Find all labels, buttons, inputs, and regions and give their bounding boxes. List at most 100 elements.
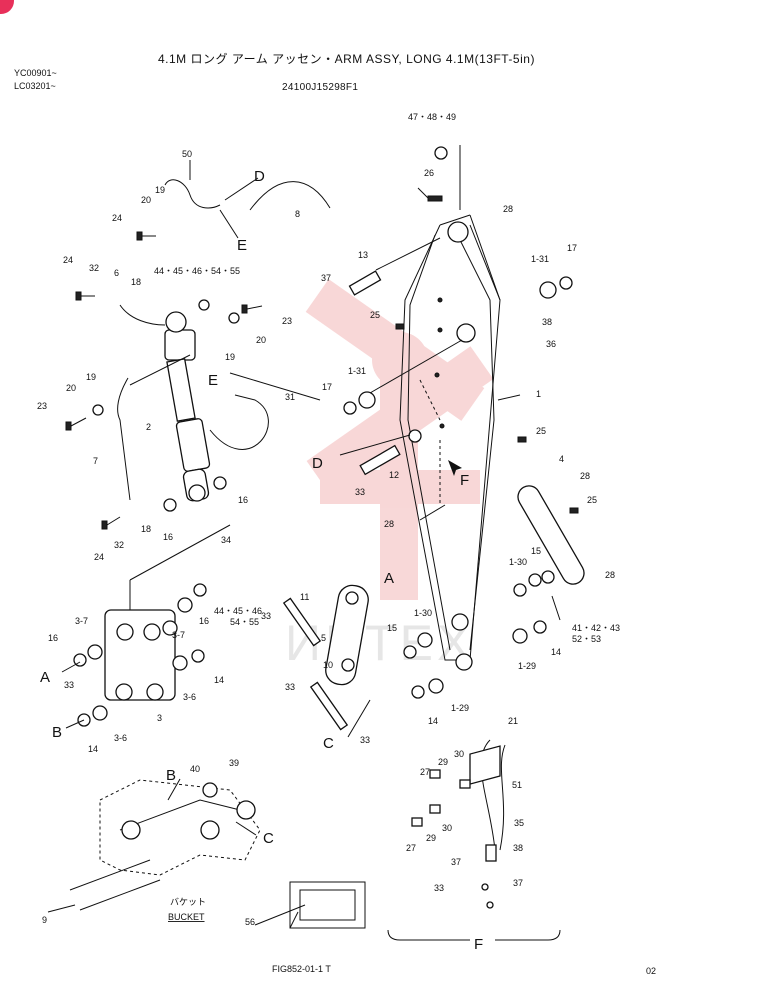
callout-38: 38: [542, 317, 552, 327]
callout-41-42-43: 41・42・43: [572, 623, 620, 633]
callout-28: 28: [605, 570, 615, 580]
bushings: [73, 146, 573, 727]
callout-44-45-46-54-55: 44・45・46・54・55: [154, 266, 240, 276]
callout-d: D: [254, 168, 265, 185]
callout-14: 14: [551, 647, 561, 657]
callout-44-45-46: 44・45・46: [214, 606, 262, 616]
callout-1: 1: [536, 389, 541, 399]
bucket-label-kana: バケット: [170, 897, 206, 907]
page-code: 02: [646, 966, 657, 976]
callout-54-55: 54・55: [230, 617, 259, 627]
bucket-sketch: [69, 779, 261, 911]
callout-47-48-49: 47・48・49: [408, 112, 456, 122]
callout-13: 13: [358, 250, 368, 260]
hoses: [117, 179, 506, 851]
callout-f: F: [474, 936, 483, 953]
callout-51: 51: [512, 780, 522, 790]
callout-32: 32: [114, 540, 124, 550]
callout-1-30: 1-30: [509, 557, 527, 567]
callout-33: 33: [360, 735, 370, 745]
callout-24: 24: [63, 255, 73, 265]
callout-27: 27: [406, 843, 416, 853]
detail-f: [387, 745, 561, 941]
callout-5: 5: [321, 633, 326, 643]
callout-c: C: [323, 735, 334, 752]
callout-16: 16: [163, 532, 173, 542]
callout-18: 18: [141, 524, 151, 534]
callout-f: F: [460, 472, 469, 489]
callout-28: 28: [580, 471, 590, 481]
callout-4: 4: [559, 454, 564, 464]
callout-a: A: [384, 570, 394, 587]
callouts: 47・48・49 26 28 50 D 19 20 24 8 E 13 17 1…: [37, 112, 620, 953]
callout-16: 16: [199, 616, 209, 626]
bucket-label: BUCKET: [168, 912, 205, 922]
arrow-icon: [448, 460, 462, 476]
callout-33: 33: [434, 883, 444, 893]
assembly-part-number: 24100J15298F1: [282, 82, 359, 93]
callout-24: 24: [94, 552, 104, 562]
callout-23: 23: [282, 316, 292, 326]
leader-lines: [47, 145, 561, 926]
callout-26: 26: [424, 168, 434, 178]
callout-52-53: 52・53: [572, 634, 601, 644]
callout-29: 29: [426, 833, 436, 843]
callout-17: 17: [322, 382, 332, 392]
callout-28: 28: [503, 204, 513, 214]
callout-20: 20: [256, 335, 266, 345]
callout-15: 15: [531, 546, 541, 556]
callout-35: 35: [514, 818, 524, 828]
callout-c: C: [263, 830, 274, 847]
callout-6: 6: [114, 268, 119, 278]
callout-37: 37: [513, 878, 523, 888]
callout-2: 2: [146, 422, 151, 432]
callout-3-6: 3-6: [114, 733, 127, 743]
callout-9: 9: [42, 915, 47, 925]
callout-e: E: [208, 372, 218, 389]
callout-3: 3: [157, 713, 162, 723]
callout-10: 10: [323, 660, 333, 670]
callout-b: B: [166, 767, 176, 784]
callout-14: 14: [214, 675, 224, 685]
callout-17: 17: [567, 243, 577, 253]
bolts: [65, 195, 579, 530]
callout-3-7: 3-7: [75, 616, 88, 626]
callout-19: 19: [155, 185, 165, 195]
callout-39: 39: [229, 758, 239, 768]
callout-30: 30: [442, 823, 452, 833]
callout-3-6: 3-6: [183, 692, 196, 702]
callout-56: 56: [245, 917, 255, 927]
callout-21: 21: [508, 716, 518, 726]
callout-19: 19: [86, 372, 96, 382]
callout-d: D: [312, 455, 323, 472]
callout-27: 27: [420, 767, 430, 777]
callout-37: 37: [451, 857, 461, 867]
callout-33: 33: [261, 611, 271, 621]
serial-range-2: LC03201~: [14, 81, 56, 91]
callout-30: 30: [454, 749, 464, 759]
callout-33: 33: [64, 680, 74, 690]
callout-31: 31: [285, 392, 295, 402]
callout-40: 40: [190, 764, 200, 774]
callout-18: 18: [131, 277, 141, 287]
callout-37: 37: [321, 273, 331, 283]
callout-25: 25: [370, 310, 380, 320]
coupler-frame: [289, 881, 366, 929]
callout-1-31: 1-31: [531, 254, 549, 264]
callout-16: 16: [48, 633, 58, 643]
callout-33: 33: [285, 682, 295, 692]
serial-range-1: YC00901~: [14, 68, 57, 78]
arm-links: [104, 270, 585, 731]
callout-14: 14: [428, 716, 438, 726]
callout-11: 11: [300, 592, 309, 602]
callout-28: 28: [384, 519, 394, 529]
callout-25: 25: [587, 495, 597, 505]
callout-29: 29: [438, 757, 448, 767]
callout-33: 33: [355, 487, 365, 497]
callout-b: B: [52, 724, 62, 741]
callout-20: 20: [66, 383, 76, 393]
callout-14: 14: [88, 744, 98, 754]
figure-number: FIG852-01-1 T: [272, 964, 331, 974]
callout-23: 23: [37, 401, 47, 411]
callout-16: 16: [238, 495, 248, 505]
